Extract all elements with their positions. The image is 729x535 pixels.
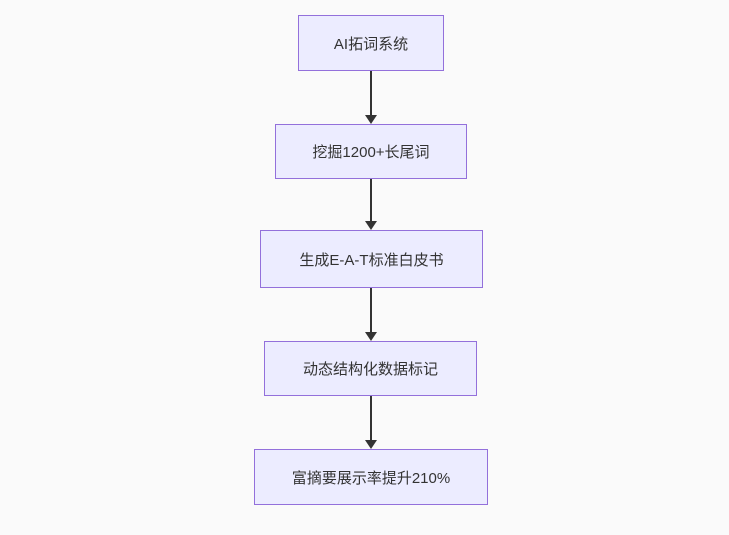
- arrowhead-down-icon: [365, 115, 377, 124]
- arrow-line: [370, 396, 372, 440]
- arrow-line: [370, 179, 372, 221]
- flowchart-node-eat-whitepaper: 生成E-A-T标准白皮书: [260, 230, 483, 288]
- arrowhead-down-icon: [365, 221, 377, 230]
- flowchart-node-structured-data-markup: 动态结构化数据标记: [264, 341, 477, 396]
- flowchart-arrow-3: [365, 288, 377, 341]
- flowchart-arrow-4: [365, 396, 377, 449]
- flowchart-arrow-2: [365, 179, 377, 230]
- flowchart-node-ai-word-expansion-system: AI拓词系统: [298, 15, 444, 71]
- flowchart-node-longtail-keywords: 挖掘1200+长尾词: [275, 124, 467, 179]
- node-label: AI拓词系统: [333, 35, 409, 53]
- node-label: 富摘要展示率提升210%: [291, 469, 451, 487]
- node-label: 生成E-A-T标准白皮书: [299, 251, 444, 269]
- arrowhead-down-icon: [365, 332, 377, 341]
- arrowhead-down-icon: [365, 440, 377, 449]
- node-label: 动态结构化数据标记: [302, 361, 438, 378]
- arrow-line: [370, 288, 372, 332]
- flowchart-arrow-1: [365, 71, 377, 124]
- node-label: 挖掘1200+长尾词: [312, 144, 430, 161]
- flowchart-node-rich-snippet-rate: 富摘要展示率提升210%: [254, 449, 488, 505]
- arrow-line: [370, 71, 372, 115]
